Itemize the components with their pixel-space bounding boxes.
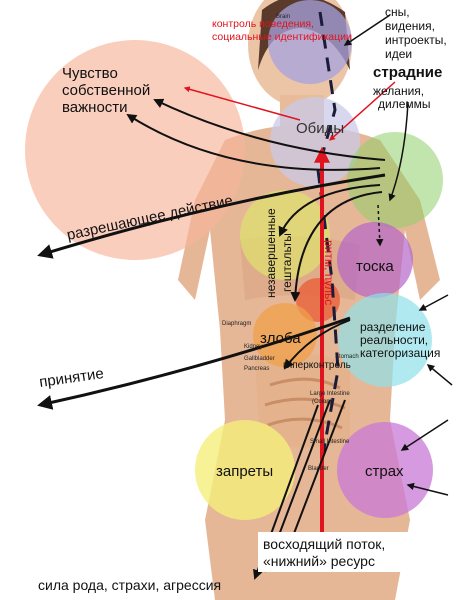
dreams-line1: сны, [385,5,410,19]
suffering-red-arrow [329,81,396,141]
vertical-word-label: ритм, пульс [322,240,336,305]
fear-label: страх [365,463,404,480]
separation-line3: категоризация [360,346,440,360]
green-circle [347,132,443,228]
grievances-circle [270,97,360,187]
importance-line3: важности [62,99,128,116]
desires-line1: желания, [373,84,424,98]
dreams-line3: интроекты, [385,33,447,47]
separation-line1: разделение [360,320,426,334]
ascending-line2: «нижний» ресурс [263,553,375,569]
anatomy-stomach: Stomach [335,354,359,360]
desires-line2: дилеммы [378,97,431,111]
dreams-line2: видения, [385,19,435,33]
dreams-label: сны, видения, интроекты, идеи [385,5,447,61]
fear-arrow-2 [406,482,449,496]
prohibitions-circle [195,420,295,520]
importance-label: Чувство собственной важности [62,65,150,116]
grievances-label: Обиды [296,120,344,137]
dreams-arrow [343,14,391,46]
ascending-line1: восходящий поток, [263,536,385,552]
prohibitions-label: запреты [216,463,273,480]
control-label-line1: контроль поведения, [212,18,314,30]
acceptance-label: принятие [38,365,105,391]
permissive-action-arrow [37,173,386,259]
anatomy-bladder: Bladder [308,466,329,472]
ascending-label-bg [258,532,418,572]
longing-dashed-arrow [375,204,384,247]
suffering-label: страдние [373,64,442,81]
acceptance-arrow [37,316,351,410]
anger-label: злоба [260,330,301,347]
fear-arrow-1 [400,419,449,451]
anatomy-diaphragm: Diaphragm [222,321,251,327]
importance-arrow-2 [153,98,386,161]
anatomy-colon: (Colon) [312,399,332,405]
anatomy-gallbladder: Gallbladder [244,356,275,362]
cyan-circle [338,293,432,387]
spine-dashed-line [316,11,340,461]
dreams-line4: идеи [385,47,412,61]
separation-line2: реальности, [360,333,428,347]
importance-line1: Чувство [62,65,118,82]
longing-label: тоска [356,258,394,275]
gestalts-arrow-1 [278,184,381,237]
gestalts-arrow-2 [290,191,383,302]
anatomy-pancreas: Pancreas [244,366,269,372]
importance-arrow-1 [126,113,381,171]
separation-arrow-2 [426,364,453,386]
importance-line2: собственной [62,82,150,99]
anger-arrow [283,319,351,370]
desires-arrow [388,101,409,202]
gestalts-line1: незавершенные [264,208,278,298]
anatomy-labels: Brain Diaphragm Kidney Gallbladder Pancr… [222,14,359,472]
gestalts-line2: гештальты [280,233,294,292]
control-label-line2: социальные идентификации [212,31,352,43]
separation-label: разделение реальности, категоризация [360,320,440,360]
anatomy-kidney: Kidney [244,344,262,350]
hypercontrol-label: гиперконтроль [283,360,351,371]
separation-arrow-1 [418,294,449,311]
chakra-circles [25,0,443,520]
bottom-text: сила рода, страхи, агрессия [38,577,221,593]
importance-circle [25,40,245,260]
anatomy-brain: Brain [276,14,290,20]
purple-circle [337,222,413,298]
importance-red-arrow [183,86,301,121]
anatomy-small-intestine: Small Intestine [310,439,350,445]
brain-circle [268,0,352,84]
anatomy-large-intestine: Large Intestine [310,391,350,397]
red-circle [296,278,340,322]
